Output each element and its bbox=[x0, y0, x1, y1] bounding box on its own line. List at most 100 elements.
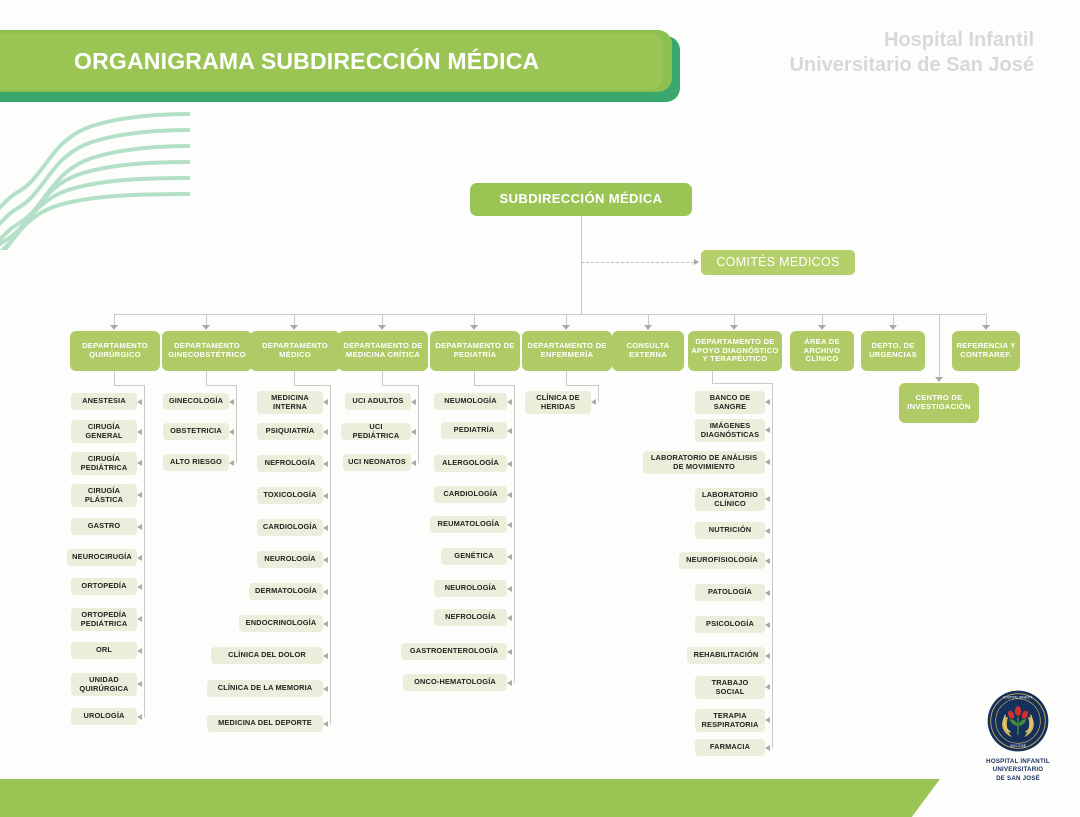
line-jog-gineco bbox=[206, 385, 236, 386]
leaf-nefrologia-ped[interactable]: NEFROLOGÍA bbox=[434, 609, 507, 626]
leaf-alto-riesgo[interactable]: ALTO RIESGO bbox=[163, 454, 229, 471]
leaf-label: FARMACIA bbox=[709, 742, 751, 752]
leaf-genetica[interactable]: GENÉTICA bbox=[441, 548, 507, 565]
leaf-farmacia[interactable]: FARMACIA bbox=[695, 739, 765, 756]
arrow-dept-gineco bbox=[202, 325, 210, 330]
node-label: DEPTO. DE URGENCIAS bbox=[869, 341, 917, 359]
leaf-anestesia[interactable]: ANESTESIA bbox=[71, 393, 137, 410]
line-main-bus bbox=[114, 314, 986, 315]
node-subdireccion-medica[interactable]: SUBDIRECCIÓN MÉDICA bbox=[470, 183, 692, 216]
line-jog-quirurgico bbox=[114, 385, 144, 386]
node-centro-investigacion[interactable]: CENTRO DE INVESTIGACIÓN bbox=[899, 383, 979, 423]
leaf-ortopedia[interactable]: ORTOPEDÍA bbox=[71, 578, 137, 595]
arrow-dept-apoyo bbox=[730, 325, 738, 330]
leaf-label: LABORATORIO CLÍNICO bbox=[702, 489, 758, 508]
leaf-gastro[interactable]: GASTRO bbox=[71, 518, 137, 535]
leaf-psiquiatria[interactable]: PSIQUIATRÍA bbox=[257, 423, 323, 440]
leaf-dermatologia[interactable]: DERMATOLOGÍA bbox=[249, 583, 323, 600]
leaf-cirugia-general[interactable]: CIRUGÍA GENERAL bbox=[71, 420, 137, 443]
leaf-clinica-del-dolor[interactable]: CLÍNICA DEL DOLOR bbox=[211, 647, 323, 664]
node-dept-referencia[interactable]: REFERENCIA Y CONTRAREF. bbox=[952, 331, 1020, 371]
arrow-dept-pediatria bbox=[470, 325, 478, 330]
arrow-leaf bbox=[411, 398, 416, 405]
leaf-trabajo-social[interactable]: TRABAJO SOCIAL bbox=[695, 676, 765, 699]
leaf-cardiologia-ped[interactable]: CARDIOLOGÍA bbox=[434, 486, 507, 503]
leaf-neurologia-ped[interactable]: NEUROLOGÍA bbox=[434, 580, 507, 597]
leaf-nefrologia[interactable]: NEFROLOGÍA bbox=[257, 455, 323, 472]
arrow-centro-investigacion bbox=[935, 377, 943, 382]
leaf-label: UNIDAD QUIRÚRGICA bbox=[79, 674, 129, 693]
node-label: REFERENCIA Y CONTRAREF. bbox=[956, 341, 1016, 359]
leaf-rehabilitacion[interactable]: REHABILITACIÓN bbox=[687, 647, 765, 664]
leaf-psicologia[interactable]: PSICOLOGÍA bbox=[695, 616, 765, 633]
leaf-uci-pediatrica[interactable]: UCI PEDIÁTRICA bbox=[341, 422, 411, 440]
leaf-imagenes-diagnosticas[interactable]: IMÁGENES DIAGNÓSTICAS bbox=[695, 419, 765, 442]
leaf-clinica-de-la-memoria[interactable]: CLÍNICA DE LA MEMORIA bbox=[207, 680, 323, 697]
arrow-leaf bbox=[507, 460, 512, 467]
leaf-endocrinologia[interactable]: ENDOCRINOLOGÍA bbox=[239, 615, 323, 632]
arrow-leaf bbox=[229, 428, 234, 435]
node-dept-ginecobstetrico[interactable]: DEPARTAMENTO GINECOBSTÉTRICO bbox=[162, 331, 252, 371]
leaf-cirugia-plastica[interactable]: CIRUGÍA PLÁSTICA bbox=[71, 484, 137, 507]
node-comites-medicos[interactable]: COMITÉS MEDICOS bbox=[701, 250, 855, 275]
line-drop-critica bbox=[382, 314, 383, 327]
leaf-gastroenterologia[interactable]: GASTROENTEROLOGÍA bbox=[401, 643, 507, 660]
leaf-urologia[interactable]: UROLOGÍA bbox=[71, 708, 137, 725]
node-dept-enfermeria[interactable]: DEPARTAMENTO DE ENFERMERÍA bbox=[522, 331, 612, 371]
leaf-alergologia[interactable]: ALERGOLOGÍA bbox=[434, 455, 507, 472]
leaf-laboratorio-analisis-movimiento[interactable]: LABORATORIO DE ANÁLISIS DE MOVIMIENTO bbox=[643, 451, 765, 474]
leaf-label: PSICOLOGÍA bbox=[706, 619, 754, 629]
leaf-nutricion[interactable]: NUTRICIÓN bbox=[695, 522, 765, 539]
leaf-label: DERMATOLOGÍA bbox=[255, 586, 317, 596]
arrow-leaf bbox=[323, 620, 328, 627]
leaf-label: ALTO RIESGO bbox=[170, 457, 222, 467]
leaf-cirugia-pediatrica[interactable]: CIRUGÍA PEDIÁTRICA bbox=[71, 452, 137, 475]
leaf-onco-hematologia[interactable]: ONCO-HEMATOLOGÍA bbox=[403, 674, 507, 691]
leaf-neurocirugia[interactable]: NEUROCIRUGÍA bbox=[67, 549, 137, 566]
leaf-obstetricia[interactable]: OBSTETRICIA bbox=[163, 423, 229, 440]
node-dept-consulta-externa[interactable]: CONSULTA EXTERNA bbox=[612, 331, 684, 371]
leaf-patologia[interactable]: PATOLOGÍA bbox=[695, 584, 765, 601]
leaf-neumologia[interactable]: NEUMOLOGÍA bbox=[434, 393, 507, 410]
node-dept-quirurgico[interactable]: DEPARTAMENTO QUIRÚRGICO bbox=[70, 331, 160, 371]
leaf-reumatologia[interactable]: REUMATOLOGÍA bbox=[430, 516, 507, 533]
node-dept-medicina-critica[interactable]: DEPARTAMENTO DE MEDICINA CRÍTICA bbox=[338, 331, 428, 371]
leaf-label: CIRUGÍA GENERAL bbox=[85, 421, 123, 440]
leaf-label: ANESTESIA bbox=[82, 396, 126, 406]
leaf-banco-de-sangre[interactable]: BANCO DE SANGRE bbox=[695, 391, 765, 414]
node-label: DEPARTAMENTO DE APOYO DIAGNÓSTICO Y TERA… bbox=[691, 336, 779, 364]
arrow-leaf bbox=[765, 744, 770, 751]
line-drop-archivo bbox=[822, 314, 823, 327]
node-dept-medico[interactable]: DEPARTAMENTO MÉDICO bbox=[250, 331, 340, 371]
leaf-laboratorio-clinico[interactable]: LABORATORIO CLÍNICO bbox=[695, 488, 765, 511]
leaf-pediatria[interactable]: PEDIATRÍA bbox=[441, 422, 507, 439]
leaf-toxicologia[interactable]: TOXICOLOGÍA bbox=[257, 487, 323, 504]
leaf-medicina-del-deporte[interactable]: MEDICINA DEL DEPORTE bbox=[207, 715, 323, 732]
leaf-unidad-quirurgica[interactable]: UNIDAD QUIRÚRGICA bbox=[71, 673, 137, 696]
leaf-label: REUMATOLOGÍA bbox=[437, 519, 500, 529]
leaf-terapia-respiratoria[interactable]: TERAPIA RESPIRATORIA bbox=[695, 709, 765, 732]
leaf-medicina-interna[interactable]: MEDICINA INTERNA bbox=[257, 391, 323, 414]
node-dept-archivo-clinico[interactable]: ÁREA DE ARCHIVO CLÍNICO bbox=[790, 331, 854, 371]
arrow-leaf bbox=[323, 652, 328, 659]
arrow-leaf bbox=[137, 398, 142, 405]
leaf-neurofisiologia[interactable]: NEUROFISIOLOGÍA bbox=[679, 552, 765, 569]
arrow-leaf bbox=[137, 523, 142, 530]
line-jog-enfermeria bbox=[566, 385, 598, 386]
leaf-ginecologia[interactable]: GINECOLOGÍA bbox=[163, 393, 229, 410]
node-dept-urgencias[interactable]: DEPTO. DE URGENCIAS bbox=[861, 331, 925, 371]
leaf-neurologia[interactable]: NEUROLOGÍA bbox=[257, 551, 323, 568]
node-dept-pediatria[interactable]: DEPARTAMENTO DE PEDIATRÍA bbox=[430, 331, 520, 371]
leaf-cardiologia[interactable]: CARDIOLOGÍA bbox=[257, 519, 323, 536]
leaf-orl[interactable]: ORL bbox=[71, 642, 137, 659]
leaf-clinica-de-heridas[interactable]: CLÍNICA DE HERIDAS bbox=[525, 391, 591, 414]
arrow-leaf bbox=[507, 585, 512, 592]
leaf-label: PSIQUIATRÍA bbox=[265, 426, 315, 436]
line-spine-medico-a bbox=[294, 371, 295, 385]
leaf-ortopedia-pediatrica[interactable]: ORTOPEDÍA PEDIÁTRICA bbox=[71, 608, 137, 631]
leaf-uci-neonatos[interactable]: UCI NEONATOS bbox=[343, 454, 411, 471]
leaf-label: NEFROLOGÍA bbox=[264, 458, 316, 468]
leaf-uci-adultos[interactable]: UCI ADULTOS bbox=[345, 393, 411, 410]
node-dept-apoyo-diagnostico[interactable]: DEPARTAMENTO DE APOYO DIAGNÓSTICO Y TERA… bbox=[688, 331, 782, 371]
arrow-leaf bbox=[137, 680, 142, 687]
